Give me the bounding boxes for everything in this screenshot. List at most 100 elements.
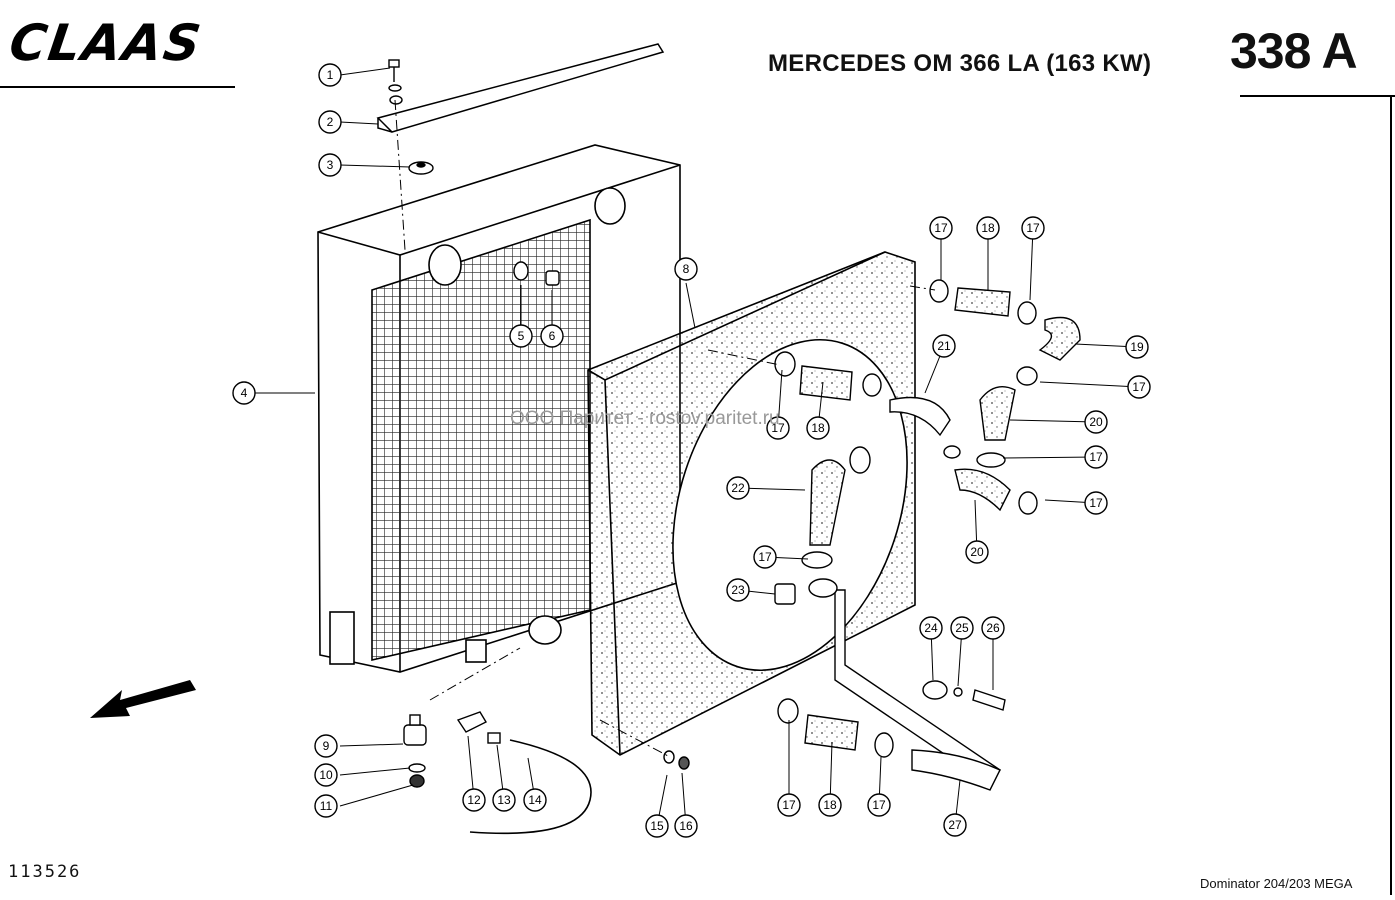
clamp-bracket-parts — [922, 680, 1006, 711]
callout-number: 17 — [782, 798, 796, 812]
callout-circle — [766, 416, 790, 440]
callout-13: 13 — [492, 744, 516, 812]
callout-circle — [1021, 216, 1045, 240]
leader-line — [339, 784, 414, 807]
callout-number: 8 — [683, 262, 690, 276]
callout-circle — [318, 63, 342, 87]
callout-number: 11 — [320, 799, 333, 813]
callout-11: 11 — [314, 784, 414, 818]
callout-number: 16 — [679, 819, 693, 833]
callout-number: 17 — [1132, 380, 1146, 394]
callout-circle — [929, 216, 953, 240]
bolt — [388, 59, 403, 105]
callout-17: 17 — [929, 216, 953, 280]
plug — [545, 270, 560, 286]
callout-number: 19 — [1130, 340, 1144, 354]
callout-number: 20 — [1089, 415, 1103, 429]
callout-17: 17 — [766, 369, 790, 440]
callout-number: 2 — [327, 115, 334, 129]
callout-circle — [943, 813, 967, 837]
callout-circle — [867, 793, 891, 817]
callout-circle — [806, 416, 830, 440]
leader-line — [1002, 456, 1097, 459]
callout-25: 25 — [950, 616, 974, 687]
callout-number: 1 — [327, 68, 334, 82]
callout-circle — [726, 476, 750, 500]
callout-circle — [674, 257, 698, 281]
callout-6: 6 — [540, 290, 564, 348]
callout-number: 9 — [323, 739, 330, 753]
callout-2: 2 — [318, 110, 379, 134]
callout-number: 10 — [319, 768, 333, 782]
callout-17: 17 — [1002, 445, 1108, 469]
rubber-mount — [408, 161, 434, 175]
callout-circle — [509, 324, 533, 348]
callout-5: 5 — [509, 285, 533, 348]
callout-circle — [932, 334, 956, 358]
callout-17: 17 — [867, 756, 891, 817]
leader-line — [685, 282, 696, 329]
travel-direction-arrow-icon — [90, 680, 196, 718]
callout-1: 1 — [318, 63, 391, 87]
page-title: MERCEDES OM 366 LA (163 KW) — [768, 50, 1152, 77]
callout-8: 8 — [674, 257, 698, 329]
watermark: ООО Паритет - rostov.paritet.ru — [510, 408, 780, 429]
callout-circle — [965, 540, 989, 564]
callout-circle — [318, 153, 342, 177]
callout-circle — [462, 788, 486, 812]
callout-number: 13 — [497, 793, 511, 807]
callout-circle — [1127, 375, 1151, 399]
page-number: 338 A — [1230, 23, 1358, 79]
leader-line — [339, 767, 411, 776]
assembly-lines — [394, 99, 936, 758]
mounting-rail — [376, 43, 665, 133]
callout-number: 27 — [948, 818, 962, 832]
callout-16: 16 — [674, 772, 698, 838]
callout-number: 17 — [934, 221, 948, 235]
callout-17: 17 — [1039, 375, 1151, 399]
callout-number: 17 — [872, 798, 886, 812]
callout-circle — [1084, 491, 1108, 515]
callout-24: 24 — [919, 616, 943, 681]
callout-circle — [232, 381, 256, 405]
callout-26: 26 — [981, 616, 1005, 690]
callout-number: 5 — [518, 329, 525, 343]
callout-circle — [753, 545, 777, 569]
header-rule-right — [1240, 95, 1395, 97]
callout-circle — [1084, 445, 1108, 469]
callout-number: 26 — [986, 621, 1000, 635]
callout-circle — [1125, 335, 1149, 359]
callout-number: 23 — [731, 583, 745, 597]
header-rule-left — [0, 86, 235, 88]
callout-number: 14 — [528, 793, 542, 807]
leader-line — [339, 67, 391, 76]
callout-23: 23 — [726, 578, 776, 602]
callout-number: 17 — [1026, 221, 1040, 235]
callout-number: 3 — [327, 158, 334, 172]
callout-number: 25 — [955, 621, 969, 635]
leader-line — [339, 164, 411, 168]
callout-circle — [919, 616, 943, 640]
callout-number: 4 — [241, 386, 248, 400]
callout-number: 20 — [970, 545, 984, 559]
callout-circle — [314, 763, 338, 787]
callout-3: 3 — [318, 153, 411, 177]
hose-set — [774, 279, 1081, 791]
callout-15: 15 — [645, 774, 669, 838]
callout-circle — [645, 814, 669, 838]
callout-number: 15 — [650, 819, 664, 833]
callout-22: 22 — [726, 476, 806, 500]
callout-circle — [314, 794, 338, 818]
callout-20: 20 — [1009, 410, 1108, 434]
washer-nut — [663, 750, 690, 770]
leader-line — [1039, 381, 1140, 388]
callout-number: 18 — [811, 421, 825, 435]
document-number: 113526 — [8, 862, 82, 882]
callout-21: 21 — [924, 334, 956, 394]
callout-14: 14 — [523, 757, 547, 812]
callout-4: 4 — [232, 381, 315, 405]
callout-20: 20 — [965, 499, 989, 564]
callout-number: 22 — [731, 481, 745, 495]
callout-circle — [981, 616, 1005, 640]
